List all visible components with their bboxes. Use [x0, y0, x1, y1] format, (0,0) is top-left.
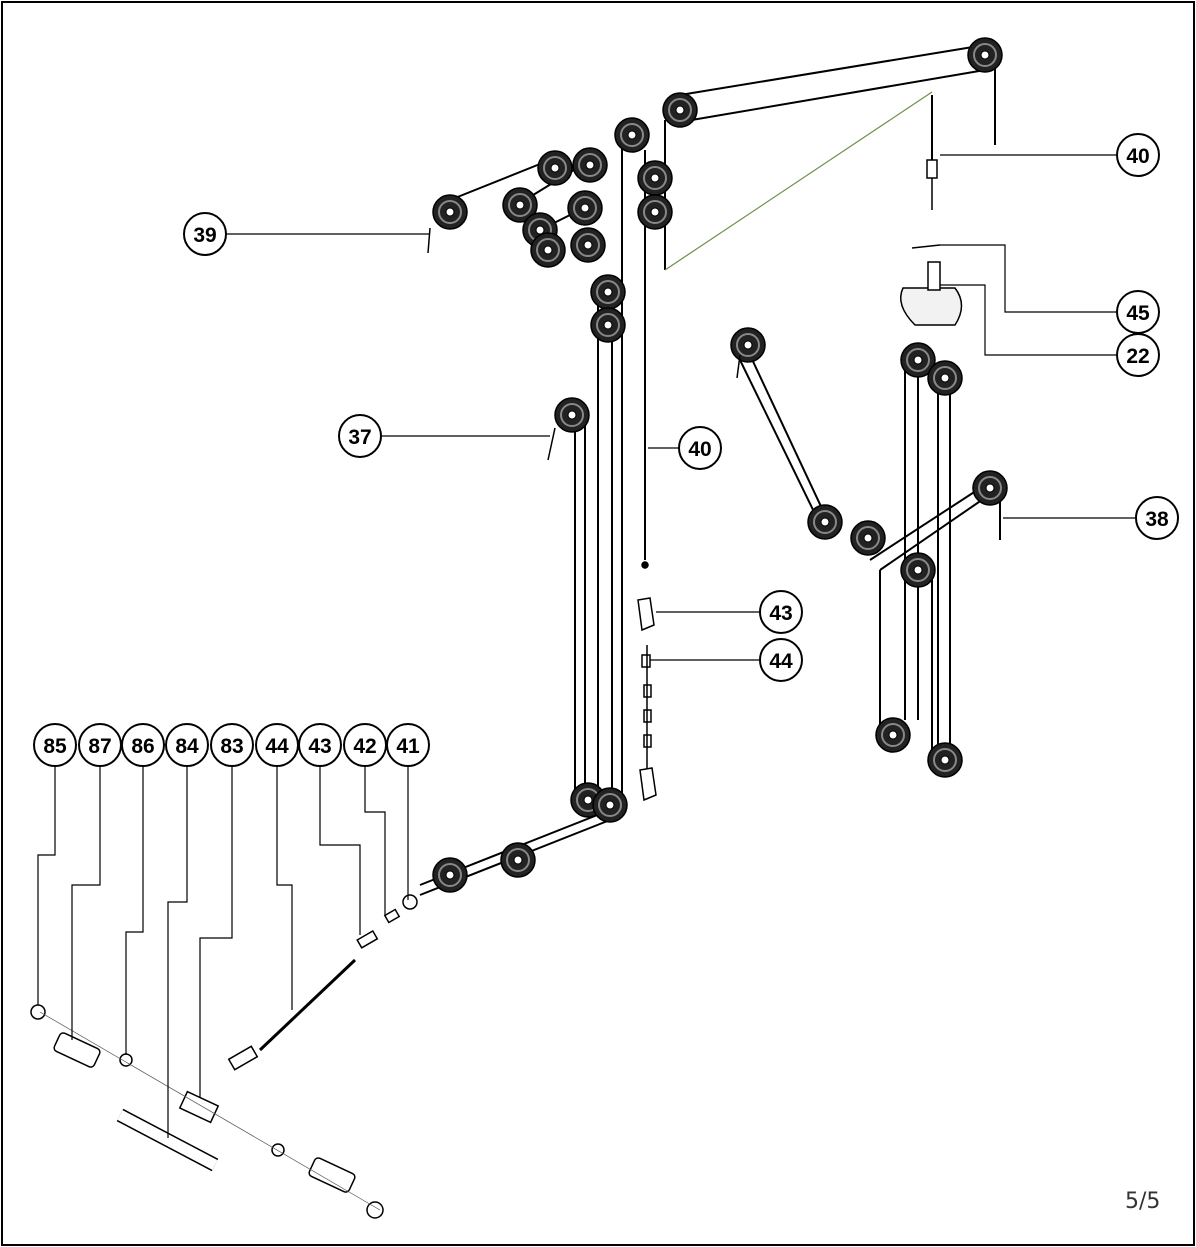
- svg-text:44: 44: [265, 735, 289, 758]
- svg-text:22: 22: [1126, 345, 1149, 368]
- pulleys: [432, 37, 1008, 893]
- green-cable: [664, 91, 933, 271]
- svg-text:85: 85: [43, 735, 67, 758]
- callout-87: 87: [78, 723, 122, 767]
- svg-text:40: 40: [688, 438, 711, 461]
- callout-38: 38: [1135, 496, 1179, 540]
- callout-85: 85: [33, 723, 77, 767]
- callout-37: 37: [338, 414, 382, 458]
- callout-41: 41: [386, 723, 430, 767]
- svg-text:39: 39: [193, 224, 216, 247]
- callout-42: 42: [343, 723, 387, 767]
- svg-text:84: 84: [175, 735, 199, 758]
- hardware-parts: [30, 159, 963, 1219]
- callout-84: 84: [165, 723, 209, 767]
- callout-86: 86: [121, 723, 165, 767]
- callout-43-mid: 43: [759, 590, 803, 634]
- svg-text:43: 43: [769, 602, 792, 625]
- callout-43-low: 43: [298, 723, 342, 767]
- svg-text:38: 38: [1145, 508, 1169, 531]
- svg-text:86: 86: [131, 735, 154, 758]
- svg-text:41: 41: [396, 735, 420, 758]
- svg-text:87: 87: [88, 735, 111, 758]
- svg-text:44: 44: [769, 650, 793, 673]
- svg-text:45: 45: [1126, 302, 1150, 325]
- callout-39: 39: [183, 212, 227, 256]
- svg-text:40: 40: [1126, 145, 1149, 168]
- callout-40-mid: 40: [678, 426, 722, 470]
- callout-44-low: 44: [255, 723, 299, 767]
- callout-83: 83: [210, 723, 254, 767]
- callout-45: 45: [1116, 290, 1160, 334]
- svg-text:37: 37: [348, 426, 371, 449]
- svg-text:43: 43: [308, 735, 331, 758]
- callout-40-top: 40: [1116, 133, 1160, 177]
- callout-44-mid: 44: [759, 638, 803, 682]
- svg-text:42: 42: [353, 735, 376, 758]
- callout-22: 22: [1116, 333, 1160, 377]
- leader-lines: [37, 154, 1136, 1138]
- svg-text:83: 83: [220, 735, 243, 758]
- page-number: 5/5: [1125, 1189, 1160, 1214]
- cable-lines: [419, 44, 1001, 896]
